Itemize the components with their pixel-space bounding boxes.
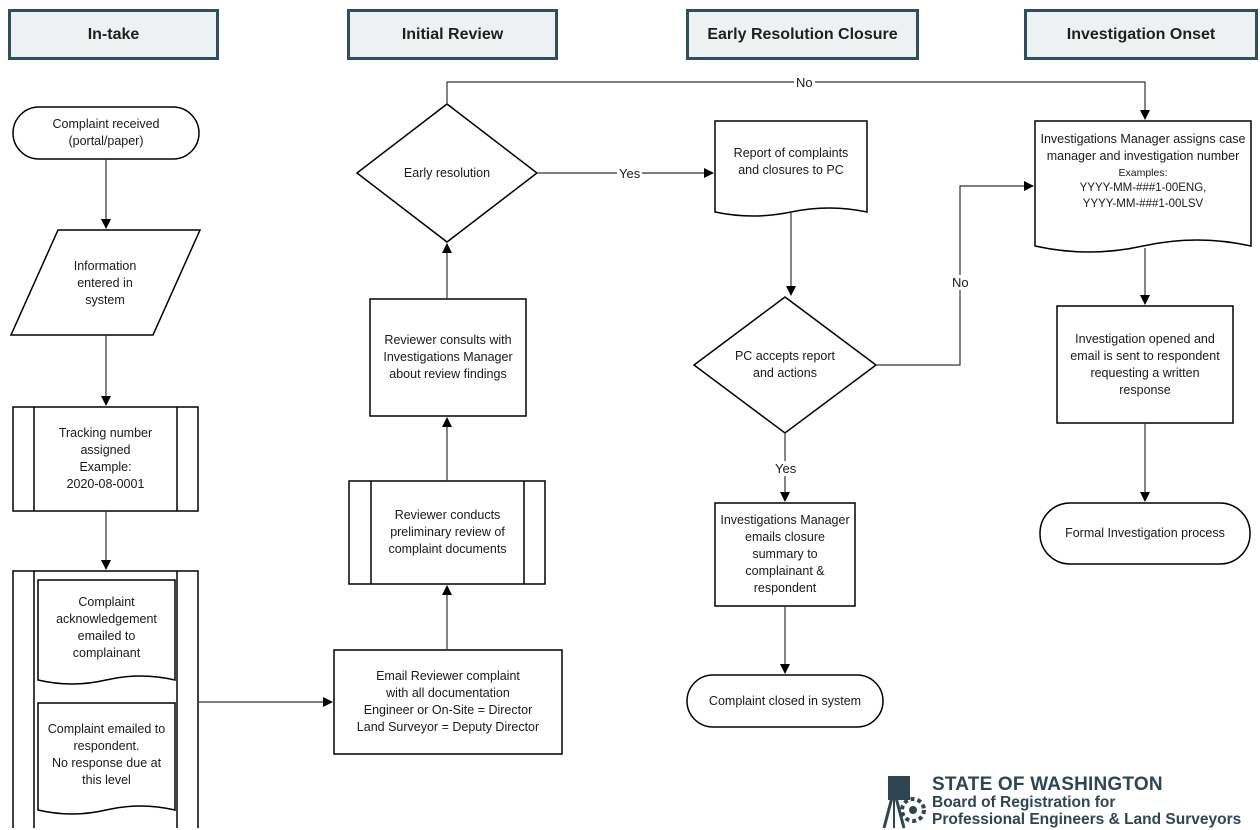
data-information-entered xyxy=(9,229,202,336)
examples-label: Examples: xyxy=(1118,167,1168,179)
email-reviewer-text: Email Reviewer complaint with all docume… xyxy=(356,669,540,734)
board-logo: STATE OF WASHINGTON Board of Registratio… xyxy=(876,774,1260,829)
logo-line-professions: Professional Engineers & Land Surveyors xyxy=(932,811,1242,828)
early-resolution-text: Early resolution xyxy=(403,165,491,180)
complaint-received-text: Complaint received (portal/paper) xyxy=(52,117,160,148)
header-initial-review: Initial Review xyxy=(347,9,558,60)
edge-label-yes-pc: Yes xyxy=(773,461,799,476)
header-investigation-onset: Investigation Onset xyxy=(1024,9,1258,60)
investigation-opened-text: Investigation opened and email is sent t… xyxy=(1070,331,1220,397)
ack-emailed-text: Complaint acknowledgement emailed to com… xyxy=(56,595,157,660)
terminator-formal-process xyxy=(1039,502,1251,565)
reviewer-consults-text: Reviewer consults with Investigations Ma… xyxy=(383,333,513,381)
information-entered-text: Information entered in system xyxy=(73,258,137,307)
logo-line-board: Board of Registration for xyxy=(932,794,1116,811)
formal-process-text: Formal Investigation process xyxy=(1065,526,1225,540)
report-to-pc-text: Report of complaints and closures to PC xyxy=(733,146,849,177)
process-tracking-number xyxy=(12,406,199,512)
reviewer-conducts-text: Reviewer conducts preliminary review of … xyxy=(388,508,507,556)
process-reviewer-consults xyxy=(369,298,527,417)
process-email-reviewer xyxy=(333,649,563,755)
complaint-closed-text: Complaint closed in system xyxy=(708,693,862,708)
header-early-resolution-closure: Early Resolution Closure xyxy=(686,9,919,60)
manager-emails-closure-text: Investigations Manager emails closure su… xyxy=(720,513,850,595)
engineer-surveyor-logo-icon xyxy=(882,776,926,829)
terminator-complaint-closed xyxy=(686,674,884,728)
document-report-to-pc xyxy=(714,120,868,217)
process-investigation-opened xyxy=(1056,305,1234,424)
edge-label-no-pc: No xyxy=(950,275,971,290)
edge-label-no-top: No xyxy=(794,75,815,90)
document-ack-emailed xyxy=(37,579,176,685)
process-reviewer-conducts xyxy=(348,480,546,585)
document-emailed-respondent xyxy=(37,702,176,815)
decision-early-resolution xyxy=(355,103,539,243)
examples-values: YYYY-MM-###1-00ENG, YYYY-MM-###1-00LSV xyxy=(1079,182,1207,210)
tracking-number-text: Tracking number assigned Example: 2020-0… xyxy=(58,426,153,491)
pc-accepts-text: PC accepts report and actions xyxy=(734,349,836,380)
header-intake: In-take xyxy=(8,9,219,60)
edge-label-yes-early: Yes xyxy=(617,166,643,181)
document-manager-assigns xyxy=(1034,120,1252,253)
logo-line-state: STATE OF WASHINGTON xyxy=(932,774,1163,795)
emailed-respondent-text: Complaint emailed to respondent. No resp… xyxy=(47,722,166,787)
manager-assigns-text: Investigations Manager assigns case mana… xyxy=(1040,132,1246,163)
